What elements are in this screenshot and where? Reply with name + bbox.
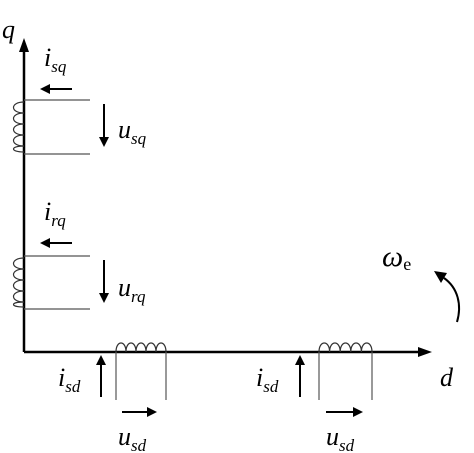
d-axis — [24, 347, 432, 357]
rotor-q-winding — [12, 255, 90, 310]
i-sd-right-label: isd — [256, 363, 279, 396]
u-sd-right-arrow — [326, 407, 363, 417]
i-sd-left-label: isd — [58, 363, 81, 396]
u-sd-left-label: usd — [118, 422, 147, 453]
d-axis-label: d — [440, 363, 454, 392]
i-sq-label: isq — [44, 43, 67, 76]
u-rq-arrow — [99, 260, 109, 303]
stator-d-winding-right — [318, 342, 373, 400]
u-sd-left-arrow — [122, 407, 157, 417]
q-axis-label: q — [2, 15, 15, 44]
rotation-arrow — [434, 271, 461, 323]
u-sd-right-label: usd — [326, 422, 355, 453]
i-sq-arrow — [40, 84, 72, 94]
i-sd-right-arrow — [295, 355, 305, 397]
i-rq-label: irq — [44, 197, 66, 230]
i-rq-arrow — [40, 238, 72, 248]
u-rq-label: urq — [118, 273, 146, 306]
q-axis — [19, 38, 29, 352]
stator-d-winding-left — [115, 342, 167, 400]
u-sq-arrow — [99, 104, 109, 147]
u-sq-label: usq — [118, 115, 147, 148]
omega-e-label: ωe — [382, 240, 411, 274]
i-sd-left-arrow — [96, 355, 106, 397]
stator-q-winding — [12, 99, 90, 155]
